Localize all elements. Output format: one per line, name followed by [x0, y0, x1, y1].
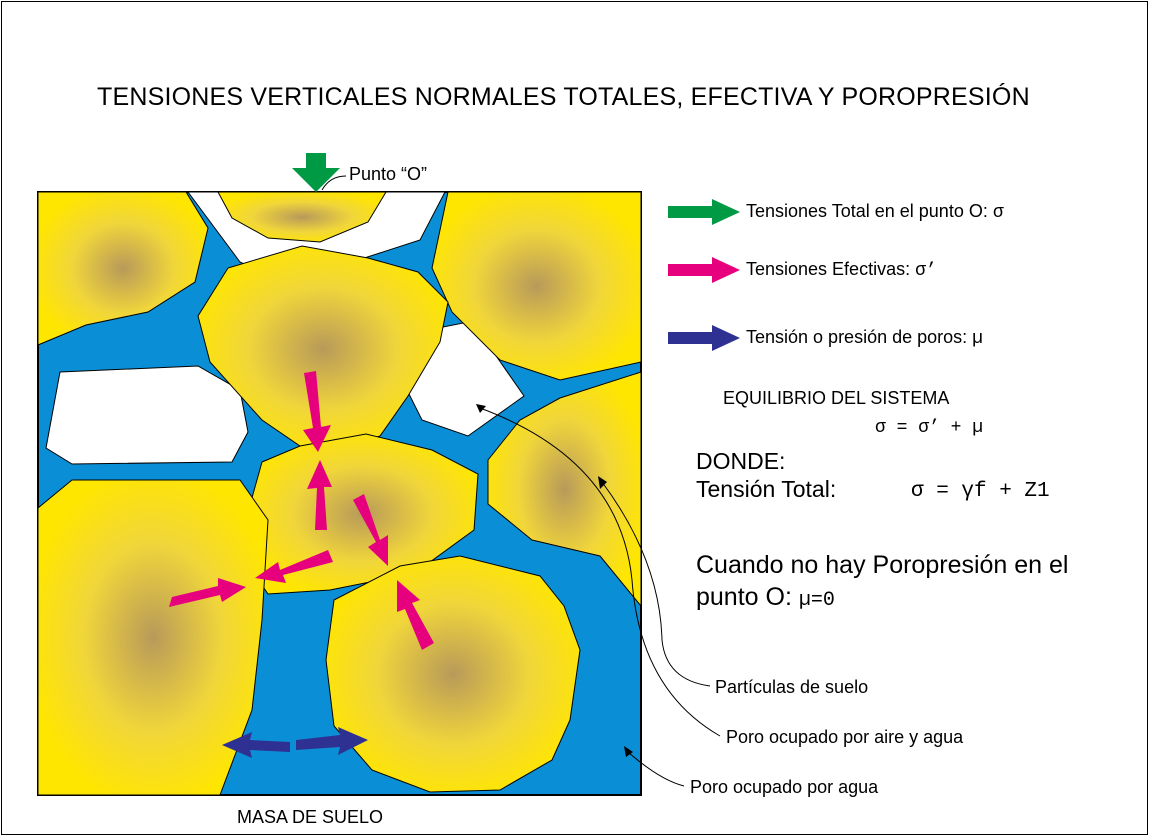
callout-air-water-pore: Poro ocupado por aire y agua: [726, 727, 964, 747]
effective-arrow-3: [353, 494, 388, 566]
legend-effective-label: Tensiones Efectivas: σ’: [746, 259, 937, 281]
effective-arrow-2: [307, 460, 332, 530]
legend-effective-arrow: [668, 257, 740, 283]
particle-bottom-center: [325, 555, 581, 793]
legend-total-arrow: [668, 199, 740, 225]
no-pore-text-line2: punto O: µ=0: [696, 583, 835, 612]
total-stress-formula: σ = γf + Z1: [911, 480, 1050, 503]
legend-pore-arrow: [668, 325, 740, 351]
particle-bottom-left: [37, 479, 269, 796]
total-stress-label: Tensión Total:: [696, 476, 837, 502]
particle-top-center: [217, 191, 387, 243]
particle-top-left: [37, 191, 209, 346]
particle-top-right: [431, 191, 642, 381]
effective-arrow-1: [303, 371, 331, 452]
figure-title: TENSIONES VERTICALES NORMALES TOTALES, E…: [97, 83, 1030, 111]
point-o-label: Punto “O”: [349, 164, 428, 184]
point-o-leader: [321, 175, 347, 191]
leader-air-water: [479, 407, 721, 737]
total-stress-arrow: [292, 153, 340, 192]
effective-arrow-5: [169, 578, 246, 607]
effective-arrow-6: [397, 580, 434, 650]
no-pore-text-line1: Cuando no hay Poropresión en el: [696, 551, 1069, 579]
effective-arrow-4: [255, 550, 333, 583]
soil-mass-label: MASA DE SUELO: [237, 807, 384, 827]
legend-pore-label: Tensión o presión de poros: µ: [746, 327, 983, 349]
leader-particles: [601, 481, 711, 687]
callout-water-pore: Poro ocupado por agua: [690, 777, 879, 797]
where-label: DONDE:: [696, 448, 786, 474]
equilibrium-formula: σ = σ’ + µ: [875, 418, 984, 438]
air-pore-left: [45, 365, 249, 465]
pore-arrow-right: [296, 727, 368, 755]
equilibrium-heading: EQUILIBRIO DEL SISTEMA: [723, 388, 950, 408]
particle-center-upper: [197, 245, 449, 453]
callout-particles: Partículas de suelo: [715, 677, 869, 697]
legend-total-label: Tensiones Total en el punto O: σ: [746, 201, 1004, 223]
particle-right: [487, 371, 642, 608]
pore-arrow-left: [222, 732, 290, 758]
leader-water: [627, 751, 685, 787]
